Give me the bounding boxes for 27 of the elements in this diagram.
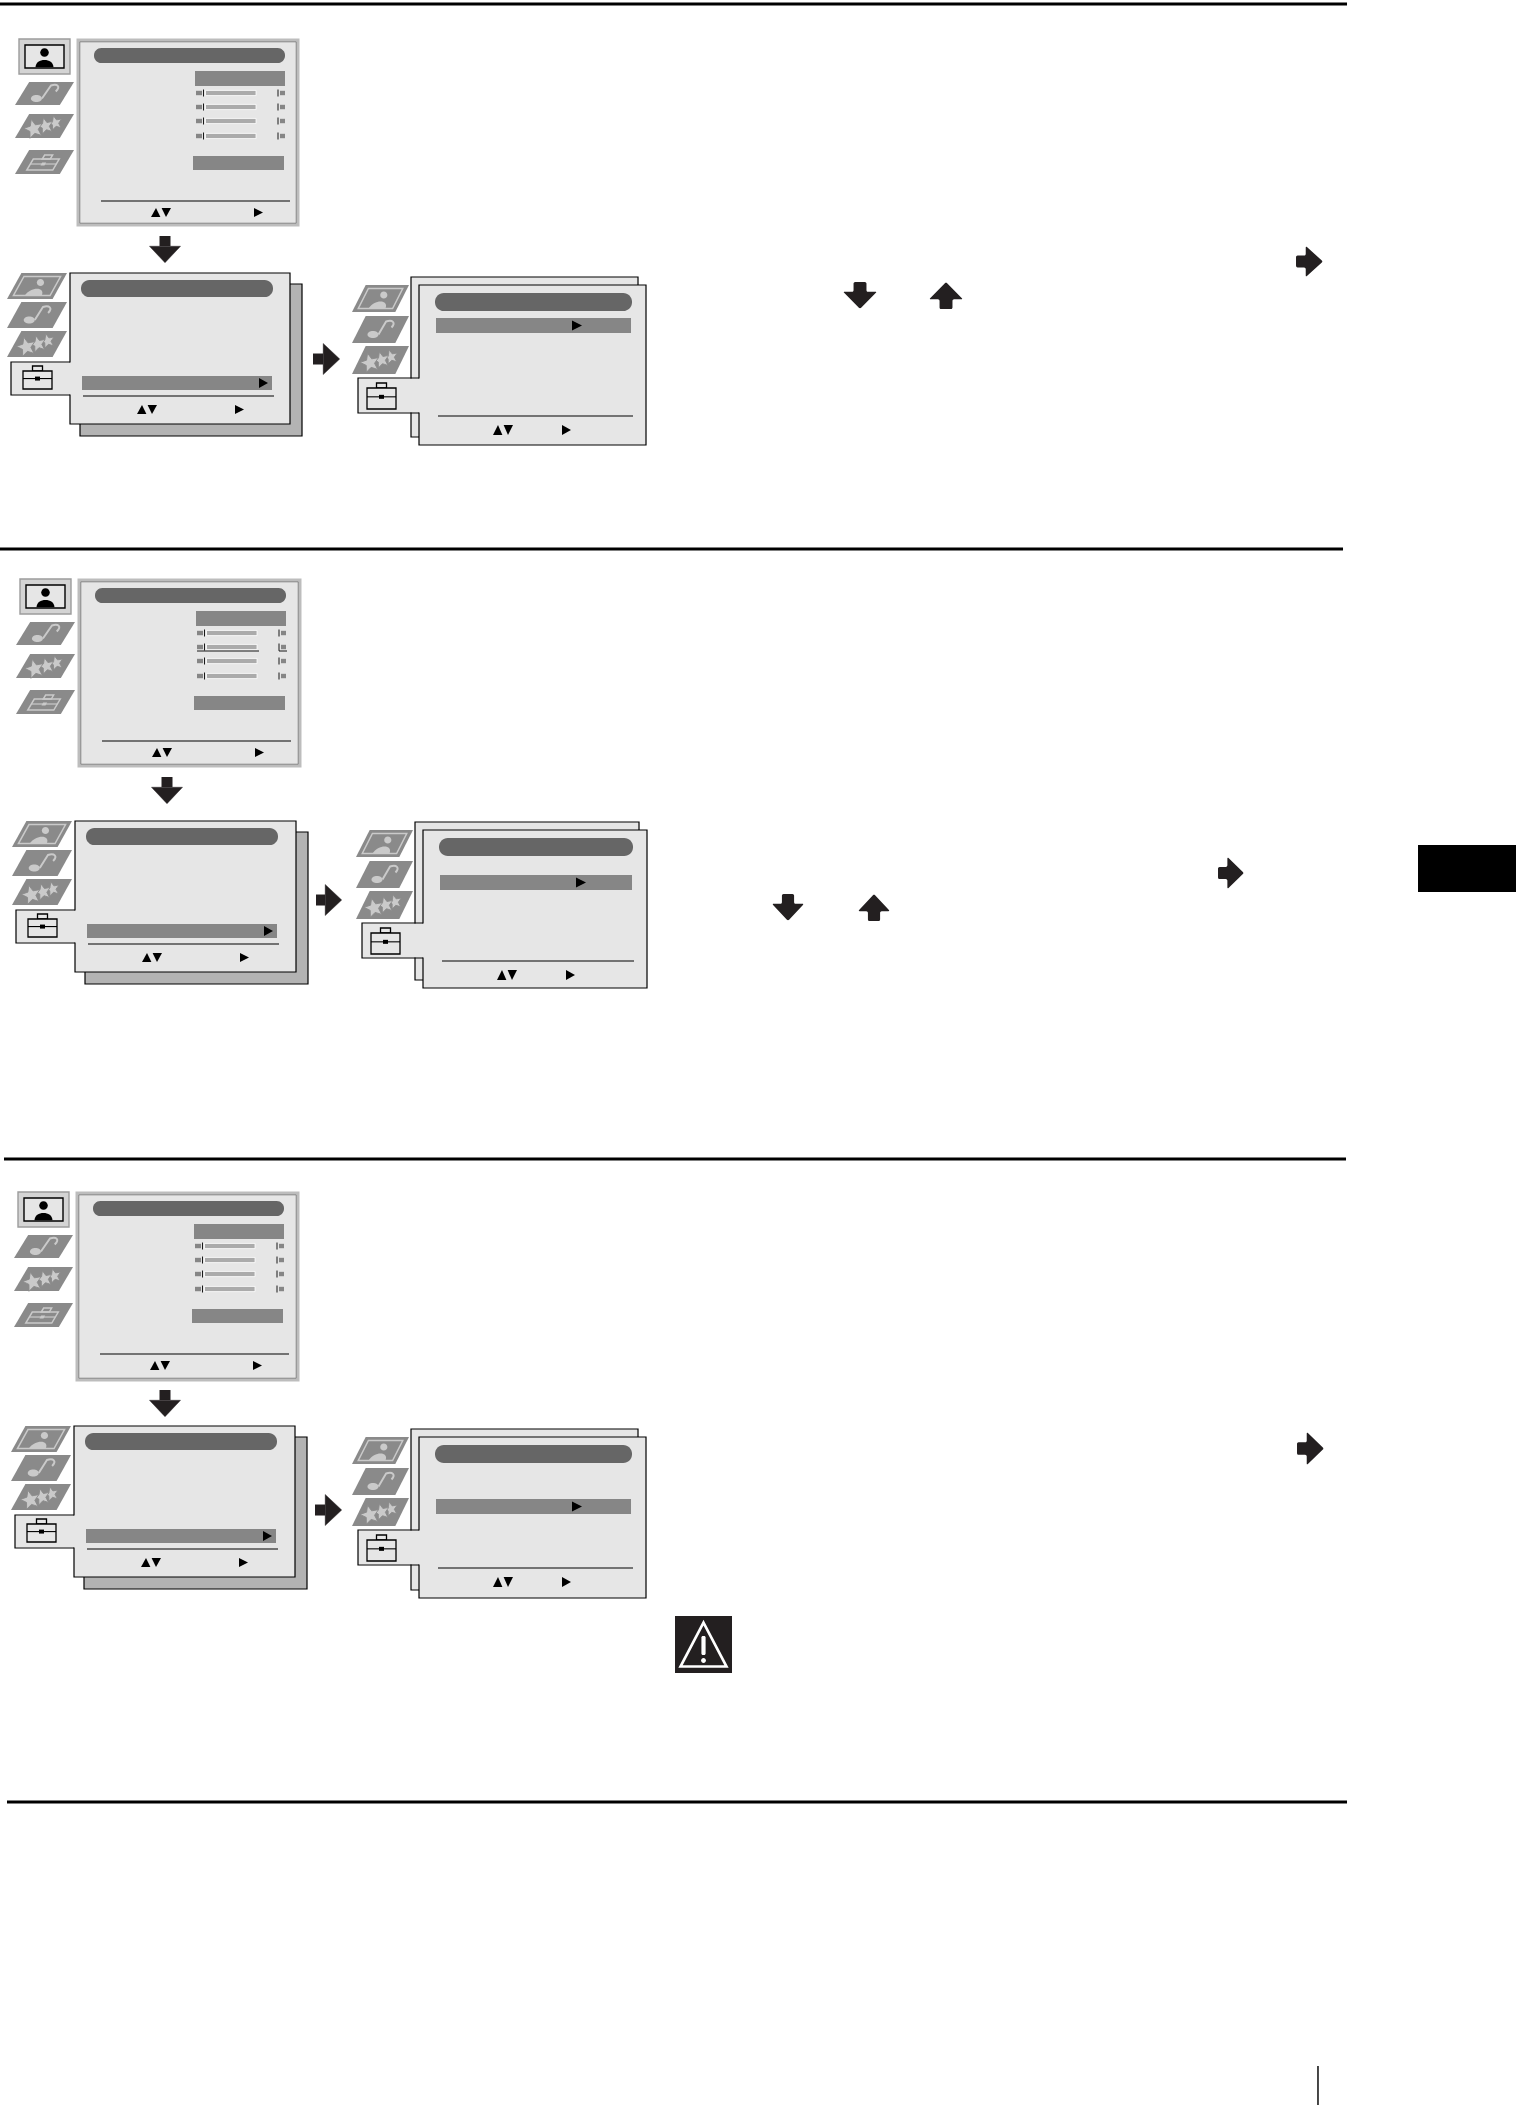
highlight-bar (82, 376, 272, 390)
title-bar (86, 828, 278, 845)
option-bar (195, 71, 285, 86)
option-bar (192, 1309, 283, 1323)
arrow (316, 884, 342, 916)
arrow (313, 343, 340, 375)
title-bar (93, 1201, 284, 1216)
option-bar (194, 1224, 284, 1239)
highlight-bar (87, 924, 277, 938)
arrow (315, 1494, 342, 1526)
title-bar (435, 293, 632, 311)
arrow (149, 236, 181, 263)
option-bar (194, 696, 285, 710)
title-bar (81, 280, 273, 297)
highlight-bar (436, 1499, 631, 1514)
title-bar (94, 48, 285, 63)
option-bar (193, 156, 284, 170)
title-bar (85, 1433, 277, 1450)
title-bar (435, 1445, 632, 1463)
arrow (151, 777, 183, 804)
arrow (149, 1390, 181, 1417)
title-bar (439, 838, 633, 856)
highlight-bar (436, 318, 631, 333)
title-bar (95, 588, 286, 603)
highlight-bar (440, 875, 632, 890)
option-bar (196, 611, 286, 626)
highlight-bar (86, 1529, 276, 1543)
